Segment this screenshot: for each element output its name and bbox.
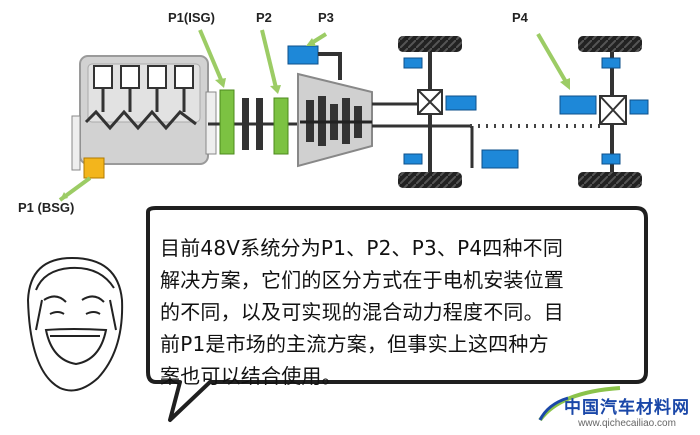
p2-motor	[273, 97, 289, 155]
crankshaft	[84, 109, 197, 131]
wheel-motor	[403, 57, 423, 69]
watermark-title: 中国汽车材料网	[564, 398, 690, 418]
p4-label: P4	[512, 10, 529, 25]
rear-motor-mid	[481, 149, 519, 169]
p1-isg-arrow	[198, 29, 224, 83]
meme-face-icon	[26, 256, 124, 392]
p2-label: P2	[256, 10, 272, 25]
front-pulley	[71, 115, 81, 171]
p3-drive	[318, 52, 342, 80]
bubble-line: 案也可以结合使用。	[160, 364, 342, 388]
arrow-head	[60, 192, 68, 200]
bubble-line: 的不同，以及可实现的混合动力程度不同。目	[160, 300, 564, 324]
wheel	[578, 172, 642, 188]
watermark-url: www.qichecailiao.com	[578, 418, 676, 429]
bubble-text: 目前48V系统分为P1、P2、P3、P4四种不同 解决方案，它们的区分方式在于电…	[160, 232, 640, 392]
p1-isg-label: P1(ISG)	[168, 10, 215, 25]
speech-bubble	[146, 206, 648, 422]
rear-side-motor	[629, 99, 649, 115]
engine-block	[71, 55, 217, 171]
engine-pistons	[93, 65, 194, 112]
watermark: 中国汽车材料网 www.qichecailiao.com	[564, 393, 690, 429]
bubble-line: 解决方案，它们的区分方式在于电机安装位置	[160, 268, 564, 292]
arrow-head	[270, 85, 281, 94]
p2-arrow	[260, 29, 278, 89]
wheel	[578, 36, 642, 52]
wheel	[398, 172, 462, 188]
wheel-motor	[403, 153, 423, 165]
arrow-head	[306, 38, 316, 46]
wheel-motor	[601, 57, 621, 69]
bsg-motor	[83, 157, 105, 179]
wheel-motor	[601, 153, 621, 165]
logo-swoosh-icon	[538, 386, 621, 422]
p4-motor	[559, 95, 597, 115]
p1-bsg-label: P1 (BSG)	[18, 200, 74, 215]
wheel	[398, 36, 462, 52]
p4-arrow	[536, 32, 568, 84]
front-motor	[445, 95, 477, 111]
isg-motor	[219, 89, 235, 155]
p3-label: P3	[318, 10, 334, 25]
clutch-plate	[256, 98, 263, 150]
arrow-head	[560, 78, 570, 90]
rear-axle	[559, 36, 649, 188]
bubble-line: 前P1是市场的主流方案，但事实上这四种方	[160, 332, 549, 356]
arrow-head	[215, 78, 226, 88]
bubble-line: 目前48V系统分为P1、P2、P3、P4四种不同	[160, 236, 564, 260]
gearbox	[297, 72, 373, 168]
clutch-plate	[242, 98, 249, 150]
front-axle	[398, 36, 477, 188]
p3-motor	[287, 45, 319, 65]
